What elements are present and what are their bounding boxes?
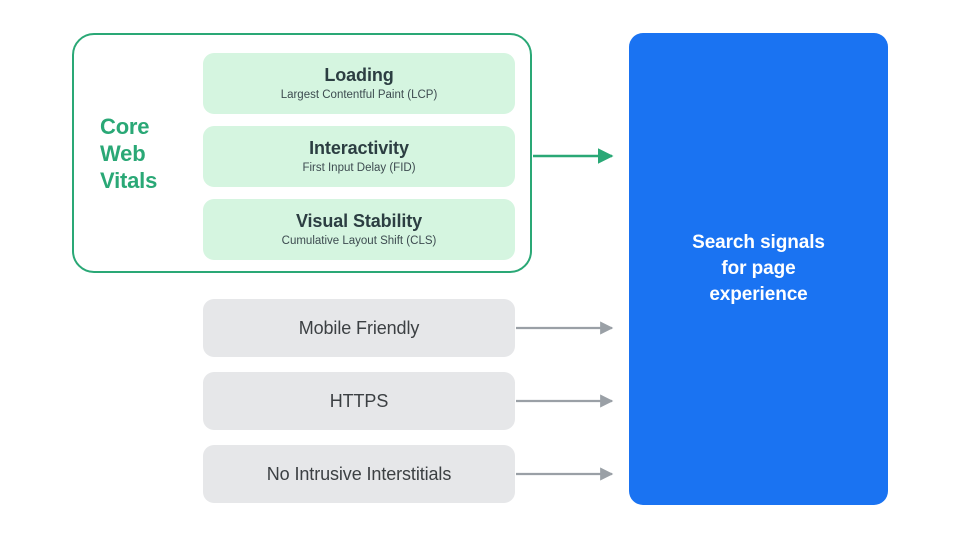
search-signals-panel: Search signals for page experience	[629, 33, 888, 505]
metric-card-visual-stability: Visual Stability Cumulative Layout Shift…	[203, 199, 515, 260]
core-web-vitals-group	[72, 33, 532, 273]
https-box: HTTPS	[203, 372, 515, 430]
signal-label: HTTPS	[329, 391, 389, 411]
metric-card-loading: Loading Largest Contentful Paint (LCP)	[203, 53, 515, 114]
metric-subtitle: Largest Contentful Paint (LCP)	[280, 89, 438, 101]
metric-title: Interactivity	[309, 138, 409, 158]
no-intrusive-interstitials-box: No Intrusive Interstitials	[203, 445, 515, 503]
signal-label: Mobile Friendly	[298, 318, 420, 338]
metric-title: Visual Stability	[295, 211, 423, 231]
core-web-vitals-label-line-1: Core	[100, 114, 150, 139]
search-signals-panel-label: Search signals for page experience	[692, 232, 825, 305]
core-web-vitals-label-line-3: Vitals	[100, 168, 158, 193]
metric-subtitle: Cumulative Layout Shift (CLS)	[281, 235, 437, 247]
core-web-vitals-label-line-2: Web	[100, 141, 146, 166]
core-web-vitals-group-label: Core Web Vitals	[100, 113, 192, 194]
metric-card-interactivity: Interactivity First Input Delay (FID)	[203, 126, 515, 187]
metric-title: Loading	[324, 65, 394, 85]
mobile-friendly-box: Mobile Friendly	[203, 299, 515, 357]
metric-subtitle: First Input Delay (FID)	[302, 162, 416, 174]
signal-label: No Intrusive Interstitials	[266, 464, 452, 484]
